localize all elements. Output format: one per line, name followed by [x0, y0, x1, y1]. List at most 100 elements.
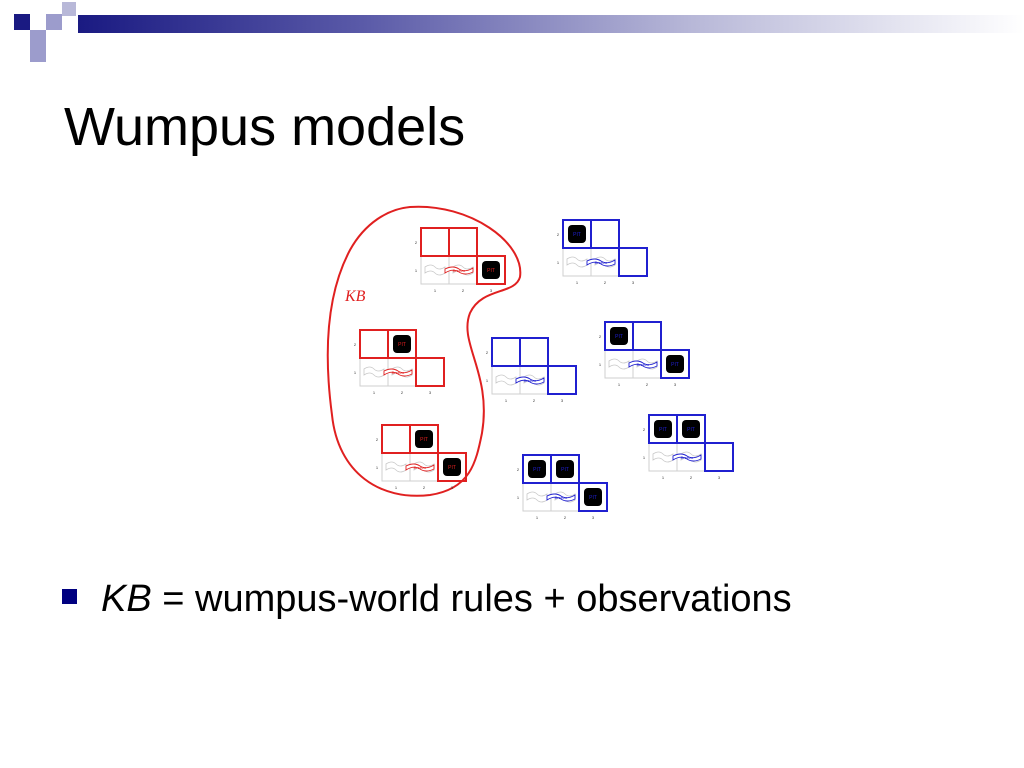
pit-icon	[443, 458, 461, 476]
bullet-square-icon	[62, 589, 77, 605]
grid-cell	[660, 349, 690, 379]
col-label: 3	[718, 475, 721, 480]
col-label: 2	[646, 382, 649, 387]
row-label: 2	[599, 334, 602, 339]
header-square	[30, 46, 46, 62]
col-label: 2	[462, 288, 465, 293]
breeze-label: Breeze	[681, 455, 694, 460]
breeze-icon	[566, 256, 588, 268]
pit-icon	[528, 460, 546, 478]
breeze-banner	[628, 360, 658, 369]
header-decoration	[0, 0, 1024, 62]
grid-cell	[547, 365, 577, 395]
row-label: 2	[354, 342, 357, 347]
col-label: 3	[429, 390, 432, 395]
row-label: 2	[517, 467, 520, 472]
row-label: 2	[415, 240, 418, 245]
row-label: 1	[376, 465, 379, 470]
grid-cell	[676, 414, 706, 444]
breeze-label: Breeze	[392, 370, 405, 375]
row-label: 1	[517, 495, 520, 500]
grid-cell	[632, 321, 662, 351]
pit-icon	[482, 261, 500, 279]
grid-cell	[359, 329, 389, 359]
col-label: 1	[395, 485, 398, 490]
col-label: 1	[373, 390, 376, 395]
breeze-label: Breeze	[453, 268, 466, 273]
pit-label: PIT	[448, 465, 456, 471]
pit-icon	[584, 488, 602, 506]
grid-cell	[519, 337, 549, 367]
slide-title: Wumpus models	[64, 97, 466, 157]
breeze-icon	[608, 358, 630, 370]
col-label: 1	[576, 280, 579, 285]
breeze-banner	[586, 258, 616, 267]
pit-label: PIT	[671, 362, 679, 368]
col-label: 3	[561, 398, 564, 403]
pit-label: PIT	[561, 467, 569, 473]
col-label: 1	[662, 475, 665, 480]
pit-label: PIT	[573, 232, 581, 238]
breeze-label: Breeze	[595, 260, 608, 265]
header-square	[46, 14, 62, 30]
row-label: 2	[557, 232, 560, 237]
pit-label: PIT	[420, 437, 428, 443]
grid-cell	[448, 227, 478, 257]
header-square	[30, 30, 46, 46]
row-label: 1	[599, 362, 602, 367]
pit-label: PIT	[659, 427, 667, 433]
pit-icon	[654, 420, 672, 438]
row-label: 2	[643, 427, 646, 432]
col-label: 3	[451, 485, 454, 490]
bullet-item: KB = wumpus-world rules + observations	[62, 578, 792, 621]
pit-icon	[568, 225, 586, 243]
row-label: 1	[415, 268, 418, 273]
header-gradient-bar	[78, 15, 1024, 33]
pit-label: PIT	[533, 467, 541, 473]
grid-cell	[381, 424, 411, 454]
pit-label: PIT	[687, 427, 695, 433]
breeze-label: Breeze	[637, 362, 650, 367]
grid-cell	[437, 452, 467, 482]
breeze-banner	[546, 493, 576, 502]
grid-cell	[476, 255, 506, 285]
grid-cell	[550, 454, 580, 484]
breeze-banner	[405, 463, 435, 472]
header-square	[14, 14, 30, 30]
pit-icon	[610, 327, 628, 345]
header-square	[62, 2, 76, 16]
grid-cell	[590, 219, 620, 249]
grid-cell	[491, 337, 521, 367]
grid-cell	[387, 329, 417, 359]
col-label: 1	[536, 515, 539, 520]
pit-label: PIT	[487, 268, 495, 274]
grid-cell	[578, 482, 608, 512]
col-label: 3	[632, 280, 635, 285]
col-label: 3	[674, 382, 677, 387]
pit-label: PIT	[589, 495, 597, 501]
col-label: 2	[564, 515, 567, 520]
pit-icon	[393, 335, 411, 353]
breeze-banner	[672, 453, 702, 462]
row-label: 2	[376, 437, 379, 442]
col-label: 1	[434, 288, 437, 293]
breeze-banner	[444, 266, 474, 275]
breeze-icon	[495, 374, 517, 386]
grid-cell	[420, 227, 450, 257]
bullet-text: = wumpus-world rules + observations	[151, 578, 792, 620]
pit-label: PIT	[615, 334, 623, 340]
col-label: 2	[423, 485, 426, 490]
col-label: 3	[592, 515, 595, 520]
col-label: 2	[401, 390, 404, 395]
breeze-icon	[652, 451, 674, 463]
col-label: 1	[505, 398, 508, 403]
breeze-banner	[383, 368, 413, 377]
breeze-banner	[515, 376, 545, 385]
breeze-icon	[363, 366, 385, 378]
